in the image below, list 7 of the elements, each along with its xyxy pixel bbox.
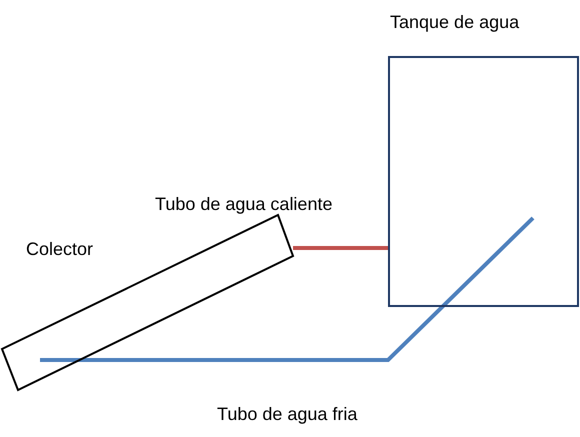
pipe [40, 216, 534, 362]
pipe [293, 246, 388, 250]
tank-label: Tanque de agua [390, 12, 520, 33]
collector-label: Colector [26, 239, 94, 260]
edge-label: Tubo de agua caliente [155, 194, 332, 215]
edge-label: Tubo de agua fria [217, 404, 358, 425]
tank-box [388, 56, 579, 307]
